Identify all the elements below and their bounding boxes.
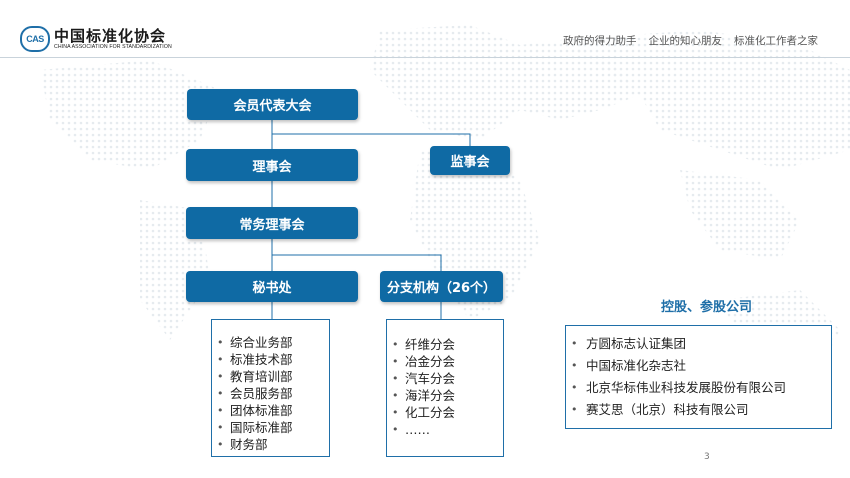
list-item: 标准技术部 bbox=[212, 351, 329, 368]
slogan-1: 政府的得力助手 bbox=[563, 35, 637, 47]
list-item: 冶金分会 bbox=[387, 353, 503, 370]
page-header: CAS 中国标准化协会 CHINA ASSOCIATION FOR STANDA… bbox=[0, 0, 850, 58]
logo-english-name: CHINA ASSOCIATION FOR STANDARDIZATION bbox=[54, 43, 172, 50]
header-divider bbox=[0, 57, 850, 58]
list-item: 化工分会 bbox=[387, 404, 503, 421]
list-item: 团体标准部 bbox=[212, 402, 329, 419]
secretariat-departments-list: 综合业务部 标准技术部 教育培训部 会员服务部 团体标准部 国际标准部 财务部 bbox=[211, 319, 330, 457]
node-standing-council: 常务理事会 bbox=[186, 207, 358, 239]
list-item: 综合业务部 bbox=[212, 334, 329, 351]
cas-logo: CAS 中国标准化协会 CHINA ASSOCIATION FOR STANDA… bbox=[20, 25, 172, 53]
list-item: 纤维分会 bbox=[387, 336, 503, 353]
list-item: 北京华标伟业科技发展股份有限公司 bbox=[566, 377, 831, 399]
holdings-companies-list: 方圆标志认证集团 中国标准化杂志社 北京华标伟业科技发展股份有限公司 赛艾思（北… bbox=[565, 325, 832, 429]
cas-logo-mark: CAS bbox=[20, 26, 50, 52]
node-board-of-supervisors: 监事会 bbox=[430, 146, 510, 175]
list-item: …… bbox=[387, 421, 503, 438]
holdings-title: 控股、参股公司 bbox=[661, 300, 753, 315]
logo-chinese-name: 中国标准化协会 bbox=[54, 26, 167, 45]
header-slogans: 政府的得力助手 企业的知心朋友 标准化工作者之家 bbox=[563, 33, 818, 48]
list-item: 会员服务部 bbox=[212, 385, 329, 402]
node-secretariat: 秘书处 bbox=[186, 271, 358, 302]
slogan-3: 标准化工作者之家 bbox=[734, 35, 818, 47]
page-number: 3 bbox=[704, 452, 710, 462]
node-branch-organizations: 分支机构（26个） bbox=[380, 271, 503, 302]
slogan-2: 企业的知心朋友 bbox=[648, 35, 723, 47]
list-item: 中国标准化杂志社 bbox=[566, 355, 831, 377]
node-council: 理事会 bbox=[186, 149, 358, 181]
list-item: 赛艾思（北京）科技有限公司 bbox=[566, 399, 831, 421]
node-member-congress: 会员代表大会 bbox=[187, 89, 358, 120]
branch-organizations-list: 纤维分会 冶金分会 汽车分会 海洋分会 化工分会 …… bbox=[386, 319, 504, 457]
list-item: 教育培训部 bbox=[212, 368, 329, 385]
list-item: 国际标准部 bbox=[212, 419, 329, 436]
list-item: 方圆标志认证集团 bbox=[566, 333, 831, 355]
list-item: 财务部 bbox=[212, 436, 329, 453]
list-item: 汽车分会 bbox=[387, 370, 503, 387]
list-item: 海洋分会 bbox=[387, 387, 503, 404]
